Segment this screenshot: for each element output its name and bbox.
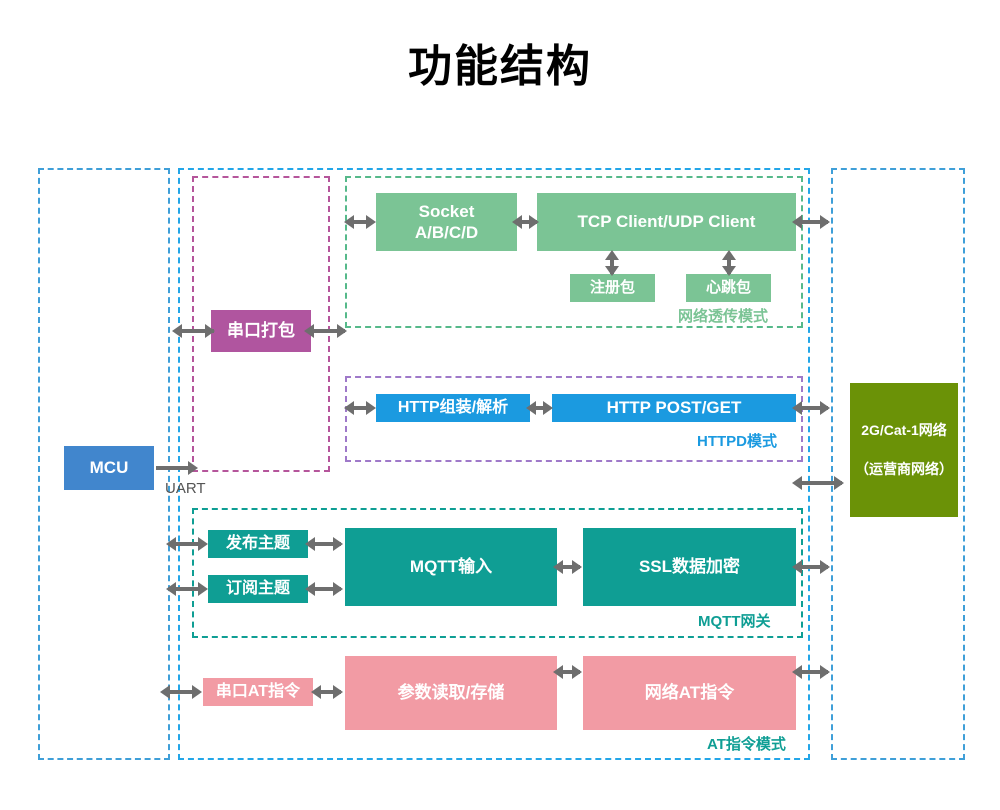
arrow-at-serial-in xyxy=(166,690,198,694)
arrow-serial-right xyxy=(309,329,345,333)
arrowhead-publish-mqtt-end xyxy=(333,537,343,551)
arrowhead-at-param-net-start xyxy=(553,665,563,679)
arrowhead-heartbeat-up xyxy=(722,250,736,260)
page-title: 功能结构 xyxy=(408,42,592,91)
socket-box[interactable]: Socket A/B/C/D xyxy=(376,193,517,251)
frame-serial-packing-zone xyxy=(192,176,330,472)
arrowhead-httpd-left-start xyxy=(344,401,354,415)
arrowhead-subscribe-mqtt-end xyxy=(333,582,343,596)
ssl-encrypt-box[interactable]: SSL数据加密 xyxy=(583,528,796,606)
arrowhead-socket-to-tcp-end xyxy=(529,215,539,229)
network-label-line2: （运营商网络） xyxy=(855,461,953,477)
arrowhead-subscribe-in-start xyxy=(166,582,176,596)
serial-pack-box[interactable]: 串口打包 xyxy=(211,310,311,352)
socket-label-line1: Socket xyxy=(418,201,475,221)
arrowhead-ssl-net-start xyxy=(792,560,802,574)
heartbeat-packet-box[interactable]: 心跳包 xyxy=(686,274,771,302)
mcu-box[interactable]: MCU xyxy=(64,446,154,490)
at-serial-box[interactable]: 串口AT指令 xyxy=(203,678,313,706)
arrowhead-tcp-to-network-end xyxy=(820,215,830,229)
arrowhead-subscribe-in-end xyxy=(198,582,208,596)
arrowhead-socket-to-tcp-start xyxy=(512,215,522,229)
arrowhead-publish-in-end xyxy=(198,537,208,551)
arrow-http-assemble-to-postget xyxy=(532,406,550,410)
arrowhead-network-box-start xyxy=(792,476,802,490)
arrowhead-at-param-end xyxy=(333,685,343,699)
arrowhead-at-param-net-end xyxy=(572,665,582,679)
arrow-to-network-box xyxy=(798,481,842,485)
arrow-mqtt-to-ssl xyxy=(560,565,580,569)
arrow-httpd-left xyxy=(351,406,373,410)
network-label-line1: 2G/Cat-1网络 xyxy=(861,421,947,438)
arrowhead-publish-in-start xyxy=(166,537,176,551)
at-network-box[interactable]: 网络AT指令 xyxy=(583,656,796,730)
arrow-socket-left xyxy=(350,220,372,224)
arrow-socket-to-tcp xyxy=(519,220,537,224)
arrow-publish-to-mqtt xyxy=(311,542,341,546)
arrow-at-serial-to-param xyxy=(317,690,341,694)
arrowhead-mqtt-ssl-end xyxy=(572,560,582,574)
arrow-tcp-to-heartbeat xyxy=(727,256,731,274)
arrowhead-at-serial-in-end xyxy=(192,685,202,699)
frame-network-zone xyxy=(831,168,965,760)
arrowhead-serial-right-end xyxy=(337,324,347,338)
arrowhead-serial-left-end xyxy=(205,324,215,338)
arrow-ssl-to-network xyxy=(798,565,828,569)
arrowhead-register-down xyxy=(605,266,619,276)
arrowhead-register-up xyxy=(605,250,619,260)
arrowhead-tcp-to-network-start xyxy=(792,215,802,229)
arrow-mcu-to-serial xyxy=(156,466,190,470)
arrowhead-http-mid-end xyxy=(543,401,553,415)
arrowhead-at-net-start xyxy=(792,665,802,679)
frame-mqtt-zone xyxy=(192,508,803,638)
subscribe-topic-box[interactable]: 订阅主题 xyxy=(208,575,308,603)
arrowhead-network-box-end xyxy=(834,476,844,490)
arrowhead-http-net-end xyxy=(820,401,830,415)
publish-topic-box[interactable]: 发布主题 xyxy=(208,530,308,558)
net-transparent-mode-label: 网络透传模式 xyxy=(678,308,769,325)
frame-mcu-zone xyxy=(38,168,170,760)
network-2g-cat1-box[interactable]: 2G/Cat-1网络 （运营商网络） xyxy=(850,383,958,517)
arrowhead-ssl-net-end xyxy=(820,560,830,574)
arrowhead-publish-mqtt-start xyxy=(305,537,315,551)
arrowhead-mqtt-ssl-start xyxy=(553,560,563,574)
arrow-subscribe-to-mqtt xyxy=(311,587,341,591)
uart-label: UART xyxy=(165,480,206,497)
tcp-udp-client-box[interactable]: TCP Client/UDP Client xyxy=(537,193,796,251)
arrowhead-http-mid-start xyxy=(526,401,536,415)
arrowhead-at-param-start xyxy=(311,685,321,699)
arrowhead-heartbeat-down xyxy=(722,266,736,276)
frame-module-zone xyxy=(178,168,810,760)
arrowhead-http-net-start xyxy=(792,401,802,415)
http-postget-box[interactable]: HTTP POST/GET xyxy=(552,394,796,422)
arrow-http-to-network xyxy=(798,406,828,410)
arrowhead-at-serial-in-start xyxy=(160,685,170,699)
socket-label-line2: A/B/C/D xyxy=(414,223,479,242)
arrow-at-param-to-net xyxy=(560,670,580,674)
arrow-at-net-to-network xyxy=(798,670,828,674)
arrowhead-subscribe-mqtt-start xyxy=(305,582,315,596)
arrowhead-at-net-end xyxy=(820,665,830,679)
arrow-tcp-to-network xyxy=(798,220,828,224)
frame-net-transparent-zone xyxy=(345,176,803,328)
at-param-box[interactable]: 参数读取/存储 xyxy=(345,656,557,730)
at-mode-label: AT指令模式 xyxy=(707,736,786,753)
arrow-subscribe-in xyxy=(172,587,204,591)
arrow-serial-left xyxy=(178,329,214,333)
arrowhead-socket-left-start xyxy=(344,215,354,229)
arrowhead-mcu-to-serial xyxy=(188,461,198,475)
arrowhead-httpd-left-end xyxy=(366,401,376,415)
httpd-mode-label: HTTPD模式 xyxy=(697,433,777,450)
register-packet-box[interactable]: 注册包 xyxy=(570,274,655,302)
arrow-publish-in xyxy=(172,542,204,546)
mqtt-input-box[interactable]: MQTT输入 xyxy=(345,528,557,606)
arrowhead-socket-left-end xyxy=(366,215,376,229)
arrowhead-serial-left-start xyxy=(172,324,182,338)
arrow-tcp-to-register xyxy=(610,256,614,274)
frame-httpd-zone xyxy=(345,376,803,462)
mqtt-gateway-label: MQTT网关 xyxy=(698,613,771,630)
arrowhead-serial-right-start xyxy=(304,324,314,338)
http-assemble-box[interactable]: HTTP组装/解析 xyxy=(376,394,530,422)
